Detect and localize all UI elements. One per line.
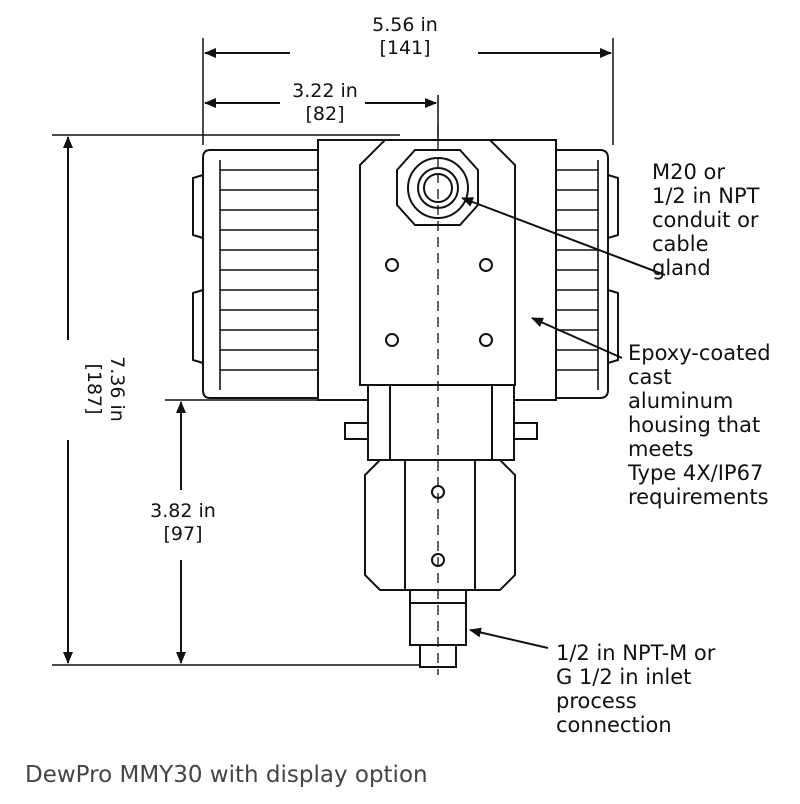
conduit-gland (396, 149, 479, 226)
inlet-line-4: connection (556, 713, 672, 737)
housing-line-7: requirements (628, 485, 769, 509)
conduit-leader (461, 197, 666, 276)
conduit-line-1: M20 or (652, 160, 725, 184)
housing-line-5: meets (628, 437, 694, 461)
conduit-line-3: conduit or (652, 208, 759, 232)
figure-caption: DewPro MMY30 with display option (25, 762, 428, 788)
dimension-arrows (63, 48, 612, 664)
half-width-label: 3.22 in [82] (275, 80, 375, 126)
plate-screws (385, 258, 493, 347)
overall-height-label: 7.36 in [187] (82, 334, 128, 444)
overall-height-metric: [187] (83, 363, 105, 415)
housing-line-1: Epoxy-coated (628, 341, 771, 365)
housing-fins (219, 160, 599, 390)
half-width-imperial: 3.22 in (292, 80, 358, 102)
conduit-line-4: cable (652, 232, 709, 256)
housing-line-3: aluminum (628, 389, 734, 413)
overall-width-metric: [141] (379, 37, 431, 59)
overall-width-label: 5.56 in [141] (350, 14, 460, 60)
conduit-line-5: gland (652, 256, 711, 280)
neck (344, 384, 538, 461)
housing-callout: Epoxy-coated cast aluminum housing that … (628, 341, 771, 509)
lower-height-label: 3.82 in [97] (128, 500, 238, 546)
lower-height-metric: [97] (163, 523, 203, 545)
conduit-line-2: 1/2 in NPT (652, 184, 760, 208)
housing-line-4: housing that (628, 413, 761, 437)
inlet-line-3: process (556, 689, 637, 713)
conduit-callout: M20 or 1/2 in NPT conduit or cable gland (652, 160, 760, 280)
extension-lines (52, 38, 614, 666)
inlet-line-2: G 1/2 in inlet (556, 665, 692, 689)
inlet-line-1: 1/2 in NPT-M or (556, 641, 716, 665)
inlet-callout: 1/2 in NPT-M or G 1/2 in inlet process c… (556, 641, 715, 737)
half-width-metric: [82] (305, 103, 345, 125)
housing-line-2: cast (628, 365, 672, 389)
housing-line-6: Type 4X/IP67 (628, 461, 764, 485)
overall-height-imperial: 7.36 in (106, 356, 128, 422)
inlet-leader (469, 627, 549, 649)
housing-leader (531, 317, 623, 359)
lower-height-imperial: 3.82 in (150, 500, 216, 522)
callout-leaders (461, 197, 666, 649)
sensor-body (364, 459, 516, 591)
overall-width-imperial: 5.56 in (372, 14, 438, 36)
